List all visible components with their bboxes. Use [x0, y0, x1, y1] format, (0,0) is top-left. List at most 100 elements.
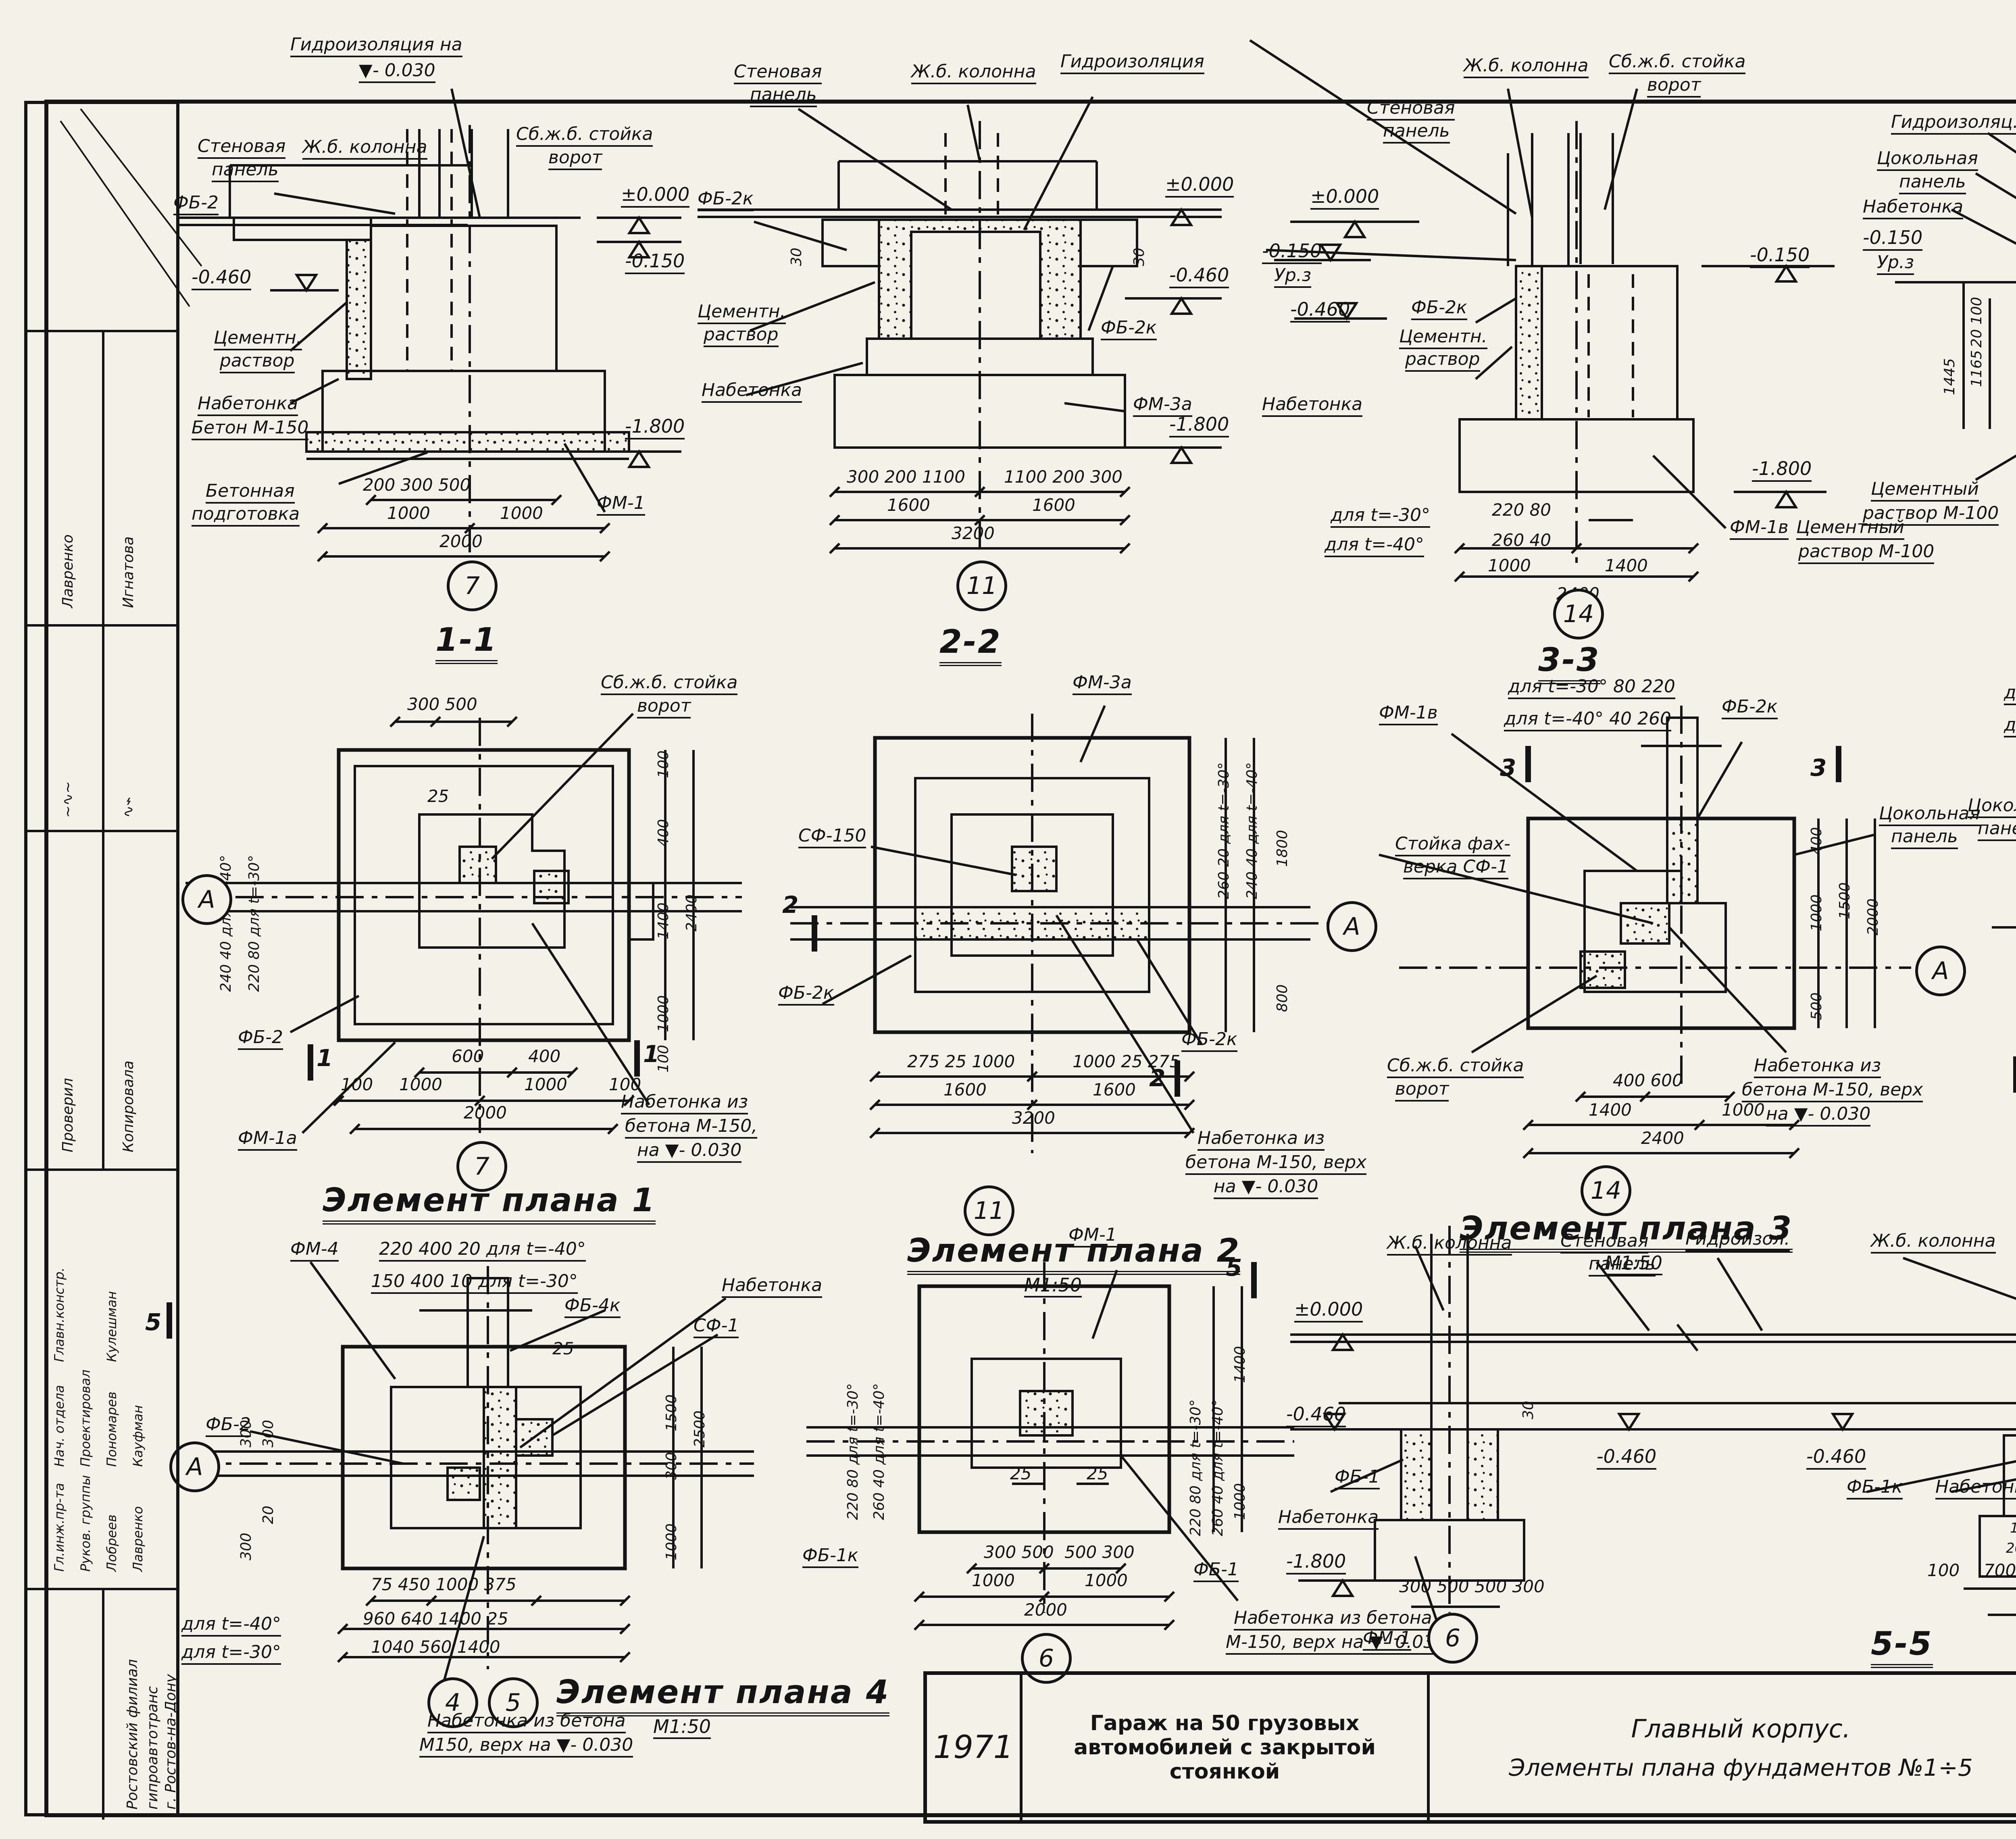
mark-fm1v: ФМ-1в	[1730, 518, 1789, 540]
plan-title: Элемент плана 2	[907, 1232, 1241, 1275]
stamp-name: Лавренко	[60, 534, 76, 608]
callout-nabetonka: Набетонка	[1863, 197, 1964, 219]
mark-fm3a: ФМ-3а	[1133, 395, 1192, 417]
callout-gate-post: Сб.ж.б. стойка	[601, 673, 738, 695]
mark-sf1: СФ-1	[694, 1316, 739, 1338]
mark-fb1k: ФБ-1к	[802, 1546, 858, 1568]
section-title: 2-2	[939, 623, 1002, 666]
callout-nabetonka: Набетонка из бетона	[427, 1711, 626, 1733]
plan-element-3: ФМ-1в для t=-30° 80 220 для t=-40° 40 26…	[1379, 645, 1980, 1275]
mark-fm1a: ФМ-1а	[238, 1129, 297, 1151]
elev-0000: ±0.000	[621, 183, 690, 208]
mark-fb2: ФБ-2	[238, 1028, 283, 1050]
callout-hydro: Гидроизоляц.	[1891, 112, 2016, 135]
callout-plinth-panel: Цокольная	[1879, 804, 1980, 826]
callout-cement: Цементн.	[214, 328, 302, 350]
mark-fm4: ФМ-4	[290, 1239, 339, 1262]
section-5-5: Ж.б. колонна Стеновая панель Гидроизол. …	[1242, 1210, 2016, 1669]
section-1-1: Гидроизоляция на ▼- 0.030 Стеновая панел…	[169, 24, 690, 669]
plan-element-2: ФМ-3а СФ-150 ФБ-2к ФБ-2к 260 20 для t=-3…	[774, 657, 1379, 1298]
mark-fb2: ФБ-2	[173, 193, 219, 215]
axis-bubble-A: А	[1915, 946, 1966, 996]
section-2-2: Стеновая панель Ж.б. колонна Гидроизоляц…	[685, 40, 1246, 685]
stamp-signature: ~∿~	[60, 781, 76, 818]
callout-cement-m100: Цементный	[1796, 518, 1904, 540]
title-block: 1971 Гараж на 50 грузовых автомобилей с …	[923, 1671, 2016, 1824]
callout-hydro: Гидроизоляция	[1060, 52, 1204, 74]
plan-element-5: для t=-40° 380 220 для t=-30° 300 220 ФК…	[1968, 645, 2016, 1274]
callout-gate-post: Сб.ж.б. стойка	[1387, 1056, 1524, 1078]
elev-0150: -0.150	[625, 250, 685, 274]
plan-element-4: ФМ-4 220 400 20 для t=-40° 150 400 10 дл…	[121, 1206, 890, 1758]
axis-bubble-6: 6	[1427, 1613, 1478, 1664]
section-title: 3-3	[1538, 641, 1600, 684]
plan-element-6: ФМ-1 220 80 для t=-30° 260 40 для t=-40°…	[786, 1206, 1446, 1684]
mark-fb2k: ФБ-2к	[1411, 298, 1467, 320]
callout-cement-m100: Цементный	[1871, 479, 1979, 502]
callout-hydro-level: ▼- 0.030	[359, 61, 435, 83]
stamp-role: Проверил	[60, 1078, 76, 1152]
mark-fb2k-r: ФБ-2к	[1101, 318, 1157, 340]
mark-fm3a: ФМ-3а	[1073, 673, 1132, 695]
callout-gate-post: Сб.ж.б. стойка	[1609, 52, 1746, 74]
callout-nabetonka-top: Набетонка	[722, 1276, 823, 1298]
callout-gate-post: Сб.ж.б. стойка	[516, 125, 653, 147]
callout-wall-panel: Стеновая	[734, 62, 822, 84]
callout-wall-panel: Стеновая	[1560, 1231, 1649, 1254]
callout-cement: Цементн.	[1399, 327, 1487, 349]
callout-nabetonka: Набетонка из бетона	[1234, 1608, 1432, 1631]
mark-fb2k-r: ФБ-2к	[1181, 1030, 1237, 1052]
callout-nabetonka: Набетонка	[1278, 1508, 1379, 1530]
mark-fm1: ФМ-1	[1363, 1629, 1411, 1651]
section-3-3: Ж.б. колонна Сб.ж.б. стойка ворот Стенов…	[1249, 39, 1935, 685]
stamp-name: Игнатова	[120, 536, 137, 608]
callout-sf1-post: Стойка фах-	[1395, 834, 1510, 856]
stamp-org: Ростовский филиал	[124, 1659, 141, 1810]
callout-hydro: Гидроизол.	[1685, 1229, 1790, 1252]
section-4-4: Стеновая панель Ж.б. колонна Гидроизоляц…	[1855, 40, 2016, 685]
callout-plinth-panel: Цокольная	[1968, 796, 2016, 818]
callout-nabetonka-2: Набетонка	[1935, 1477, 2016, 1500]
tb-subject: Главный корпус. Элементы плана фундамент…	[1427, 1675, 2016, 1820]
axis-bubble-A: А	[1327, 901, 1377, 952]
mark-fm1: ФМ-1	[1068, 1225, 1117, 1248]
callout-wall-panel: Стеновая	[198, 137, 286, 159]
callout-column: Ж.б. колонна	[302, 137, 427, 160]
axis-bubble-A: А	[181, 874, 232, 925]
mark-fm1: ФМ-1	[597, 494, 645, 516]
section-title: 1-1	[435, 621, 498, 664]
callout-cement: Цементн.	[698, 302, 786, 324]
callout-column: Ж.б. колонна	[1387, 1233, 1512, 1256]
callout-nabetonka: Набетонка	[198, 394, 298, 416]
mark-fb2k: ФБ-2к	[1722, 697, 1778, 719]
axis-bubble: 7	[447, 560, 498, 611]
callout-concrete-prep: Бетонная	[206, 481, 295, 504]
callout-hydro: Гидроизоляция на	[290, 35, 462, 57]
callout-wall-panel: Стеновая	[1367, 98, 1455, 121]
elev-1800: -1.800	[625, 415, 685, 439]
plan-title: Элемент плана 3	[1460, 1210, 1793, 1253]
plan-title: Элемент плана 4	[556, 1673, 890, 1716]
mark-fb2k: ФБ-2к	[698, 189, 754, 211]
mark-fb1: ФБ-1	[1193, 1560, 1239, 1582]
mark-fb2: ФБ-2	[206, 1415, 251, 1437]
section-mark: 1	[317, 1044, 333, 1072]
callout-nabetonka: Набетонка	[702, 381, 802, 403]
tb-year: 1971	[933, 1729, 1014, 1766]
callout-nabetonka: Набетонка из	[621, 1092, 748, 1114]
plan-scale: М1:50	[1605, 1252, 1662, 1275]
plan-scale: М1:50	[653, 1716, 711, 1739]
plan-title: Элемент плана 1	[323, 1181, 656, 1225]
callout-nabetonka: Набетонка	[1262, 395, 1363, 417]
stamp-role: Копировала	[120, 1060, 137, 1152]
stamp-sidebar: Лавренко Игнатова ~∿~ ∿⌁ Проверил Копиро…	[24, 101, 179, 1820]
mark-sf150: СФ-150	[798, 826, 866, 848]
stamp-signature: ∿⌁	[120, 797, 137, 818]
callout-plinth-panel: Цокольная	[1877, 149, 1978, 171]
callout-column: Ж.б. колонна	[911, 62, 1036, 84]
dim: 200 300 500	[363, 475, 471, 495]
callout-nabetonka: Набетонка из	[1754, 1056, 1881, 1078]
mark-fb1: ФБ-1	[1335, 1467, 1380, 1489]
section-title: 5-5	[1871, 1625, 1933, 1668]
